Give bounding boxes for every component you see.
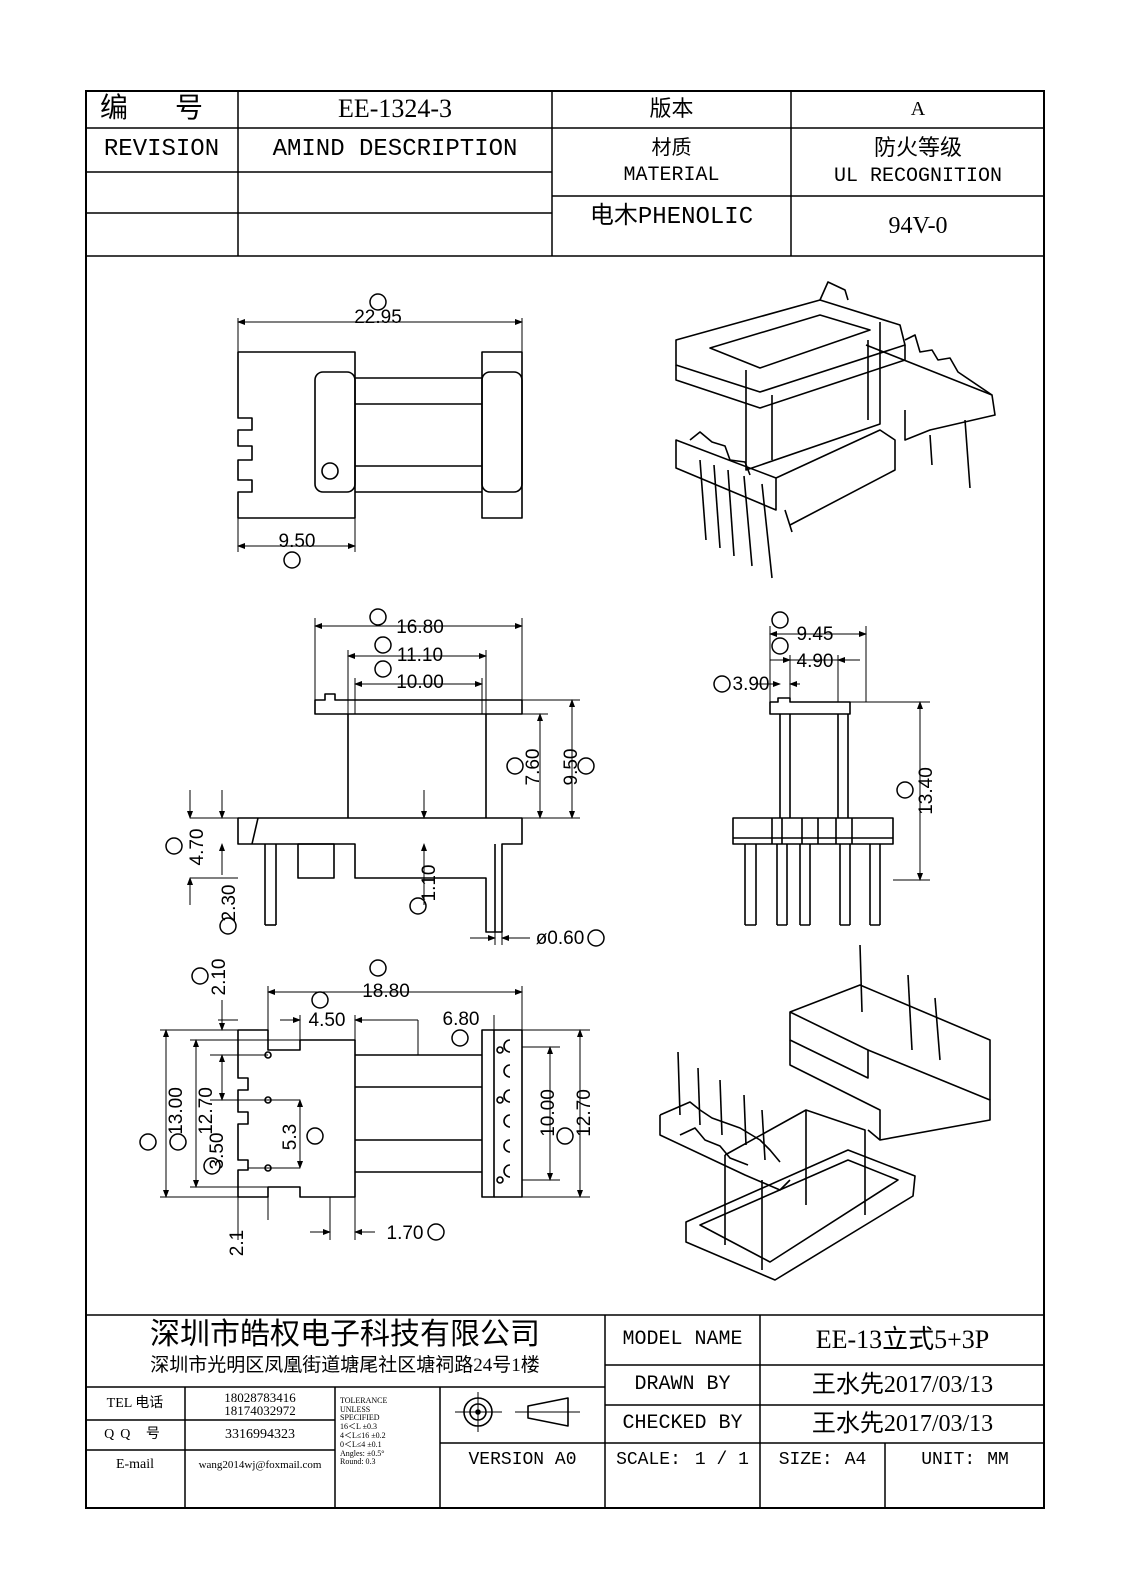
material-value: 电木PHENOLIC xyxy=(589,204,754,231)
tel-2: 18174032972 xyxy=(224,1402,296,1418)
model-value: EE-13立式5+3P xyxy=(815,1325,990,1354)
tol-line-8: Round: 0.3 xyxy=(340,1457,376,1467)
size-value: A4 xyxy=(844,1450,867,1470)
tel-1: 18028783416 xyxy=(224,1389,296,1405)
dim-y: 1.70 xyxy=(386,1222,424,1244)
dim-x: 12.70 xyxy=(573,1089,595,1137)
tol-line-7: Angles: ±0.5° xyxy=(340,1448,385,1458)
scale-value: 1 / 1 xyxy=(694,1450,749,1470)
number-label: 编 号 xyxy=(99,93,223,124)
dim-s: 3.50 xyxy=(206,1132,228,1170)
dim-m: 4.90 xyxy=(796,650,834,672)
projection-symbol xyxy=(455,1392,580,1432)
dim-a: 22.95 xyxy=(354,306,402,328)
tol-line-2: UNLESS xyxy=(340,1404,371,1414)
dim-w: 10.00 xyxy=(537,1089,559,1137)
checked-label: CHECKED BY xyxy=(622,1412,743,1435)
qq-label: QQ 号 xyxy=(104,1427,166,1442)
unit-value: MM xyxy=(987,1450,1009,1470)
tol-line-1: TOLERANCE xyxy=(340,1395,388,1405)
dim-g: 9.50 xyxy=(560,748,582,786)
dim-h: 4.70 xyxy=(186,828,208,866)
fire-cn: 防火等级 xyxy=(873,135,962,160)
version-label: 版本 xyxy=(649,96,694,121)
front-view xyxy=(166,609,604,946)
dim-o: 13.40 xyxy=(915,767,937,815)
email-value: wang2014wj@foxmail.com xyxy=(198,1458,322,1471)
dim-v: 6.80 xyxy=(442,1008,480,1030)
top-view xyxy=(237,294,523,568)
iso-view-top xyxy=(676,282,995,578)
dim-t: 18.80 xyxy=(362,980,410,1002)
scale-cell: SCALE: 1 / 1 xyxy=(605,1443,760,1477)
tol-line-3: SPECIFIED xyxy=(340,1413,380,1423)
dim-n: 3.90 xyxy=(732,673,770,695)
unit-label: UNIT: xyxy=(921,1450,976,1470)
dim-z: 5.3 xyxy=(279,1123,301,1151)
dim-i: 2.30 xyxy=(218,884,240,922)
material-cn: 材质 xyxy=(651,137,692,159)
unit-cell: UNIT: MM xyxy=(885,1443,1045,1477)
drawing-frame xyxy=(85,90,1045,1509)
checked-value: 王水先2017/03/13 xyxy=(811,1411,994,1437)
dim-pitch: 2.1 xyxy=(226,1229,248,1257)
dim-l: 9.45 xyxy=(796,623,834,645)
dim-c: 16.80 xyxy=(396,616,444,638)
material-en: MATERIAL xyxy=(623,164,720,187)
amind-description-label: AMIND DESCRIPTION xyxy=(272,136,518,163)
tolerance-block: TOLERANCE UNLESS SPECIFIED 16＜L ±0.3 4＜L… xyxy=(340,1387,436,1477)
tel-values: 18028783416 18174032972 xyxy=(185,1387,335,1420)
dim-j: 1.10 xyxy=(418,864,440,902)
size-cell: SIZE: A4 xyxy=(760,1443,885,1477)
drawn-label: DRAWN BY xyxy=(634,1373,731,1396)
dim-q: 13.00 xyxy=(165,1087,187,1135)
model-label: MODEL NAME xyxy=(622,1328,743,1351)
tel-label: TEL 电话 xyxy=(106,1395,164,1411)
dim-e: 10.00 xyxy=(396,671,444,693)
company-address: 深圳市光明区凤凰街道塘尾社区塘祠路24号1楼 xyxy=(150,1354,540,1376)
tol-line-4: 16＜L ±0.3 xyxy=(340,1422,377,1432)
dim-b: 9.50 xyxy=(278,530,316,552)
fire-en: UL RECOGNITION xyxy=(833,165,1003,188)
qq-value: 3316994323 xyxy=(225,1427,295,1442)
tol-line-5: 4＜L≤16 ±0.2 xyxy=(340,1431,386,1440)
fire-rating-value: 94V-0 xyxy=(888,213,948,239)
fire-rating-label: 防火等级 UL RECOGNITION xyxy=(791,128,1045,196)
bottom-view xyxy=(140,960,590,1240)
scale-label: SCALE: xyxy=(616,1450,681,1470)
version-value: A xyxy=(910,98,926,120)
email-label: E-mail xyxy=(115,1457,155,1472)
material-label: 材质 MATERIAL xyxy=(552,128,791,196)
company-name: 深圳市皓权电子科技有限公司 xyxy=(150,1318,540,1351)
tol-line-6: 0＜L≤4 ±0.1 xyxy=(340,1439,382,1449)
iso-view-bottom xyxy=(660,945,990,1280)
dim-d: 11.10 xyxy=(396,644,444,666)
side-view xyxy=(714,612,930,925)
dim-f: 7.60 xyxy=(522,748,544,786)
dim-u: 4.50 xyxy=(308,1009,346,1031)
dim-p: 2.10 xyxy=(208,958,230,996)
number-value: EE-1324-3 xyxy=(337,94,453,123)
dim-k: ø0.60 xyxy=(535,927,585,949)
revision-label: REVISION xyxy=(103,136,220,163)
drawn-value: 王水先2017/03/13 xyxy=(811,1372,994,1398)
version-tag: VERSION A0 xyxy=(468,1450,577,1470)
size-label: SIZE: xyxy=(778,1450,833,1470)
